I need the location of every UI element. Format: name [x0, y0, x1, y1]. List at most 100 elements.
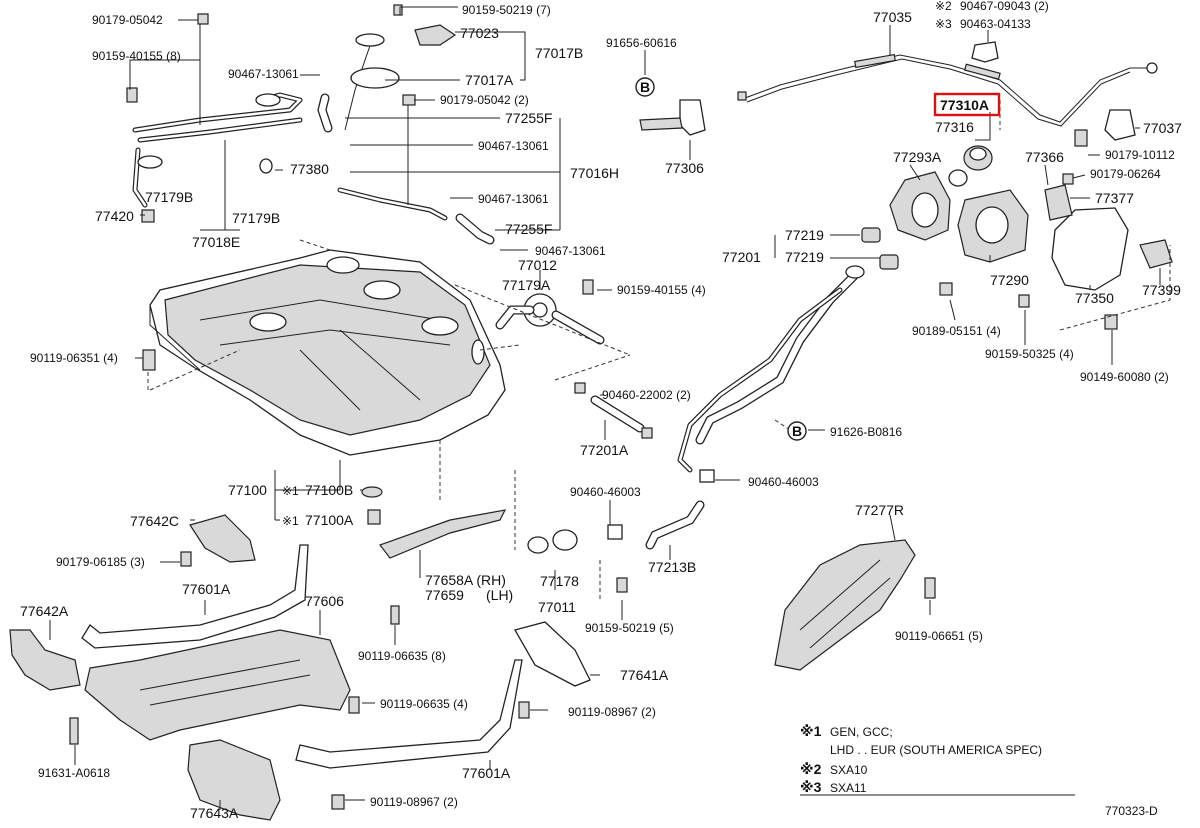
part-label[interactable]: 90467-13061	[478, 192, 549, 206]
part-label[interactable]: 77201	[722, 249, 761, 265]
b-badge-icon: B	[787, 421, 807, 441]
bolt-icon	[142, 349, 156, 371]
part-label[interactable]: 77642A	[20, 603, 69, 619]
part-label[interactable]: 77011	[538, 599, 576, 615]
part-label[interactable]: 77219	[785, 227, 824, 243]
part-label[interactable]: 77601A	[462, 765, 511, 781]
bolt-icon	[939, 282, 953, 296]
part-label[interactable]: 77018E	[192, 234, 240, 250]
note-mark: ※1	[282, 514, 299, 528]
part-label[interactable]: 90460-46003	[748, 475, 819, 489]
note-mark: ※1	[800, 723, 822, 739]
part-label[interactable]: 90179-05042 (2)	[440, 93, 529, 107]
part-label[interactable]: 77179B	[145, 189, 193, 205]
fuel-tank-illustration	[149, 249, 506, 456]
part-label[interactable]: 90159-40155 (4)	[617, 283, 706, 297]
bolt-icon	[1018, 294, 1030, 308]
part-label[interactable]: 90159-50219 (7)	[462, 3, 551, 17]
note-text: SXA10	[830, 763, 868, 777]
filler-cap-illustration	[861, 145, 1173, 291]
lid-cable-illustration	[639, 41, 1158, 141]
bolt-icon	[390, 605, 400, 625]
part-label[interactable]: 77377	[1095, 190, 1134, 206]
part-label[interactable]: 91631-A0618	[38, 766, 110, 780]
part-label[interactable]: 77316	[935, 119, 974, 135]
bolt-icon	[180, 551, 192, 567]
tank-protector-illustrations	[9, 509, 916, 821]
part-label-highlighted[interactable]: 77310A	[940, 97, 989, 113]
part-label[interactable]: 90463-04133	[960, 17, 1031, 31]
part-label[interactable]: 77178	[540, 573, 579, 589]
part-label[interactable]: 90119-06635 (8)	[358, 649, 446, 663]
part-label[interactable]: 77100B	[305, 482, 353, 498]
part-label[interactable]: 77023	[460, 25, 499, 41]
part-label[interactable]: 77255F	[505, 221, 552, 237]
part-label[interactable]: 90179-06185 (3)	[56, 555, 145, 569]
part-label[interactable]: 90467-13061	[535, 244, 606, 258]
part-label[interactable]: 77100	[228, 482, 267, 498]
part-label[interactable]: 77399	[1142, 282, 1181, 298]
part-label[interactable]: 90119-06351 (4)	[30, 351, 118, 365]
part-label[interactable]: 90460-46003	[570, 485, 641, 499]
part-label[interactable]: 90189-05151 (4)	[912, 324, 1001, 338]
part-label[interactable]: 90119-06651 (5)	[895, 629, 983, 643]
part-label[interactable]: 77037	[1143, 120, 1182, 136]
part-label[interactable]: 90179-05042	[92, 13, 163, 27]
part-label[interactable]: 77213B	[648, 559, 696, 575]
note-mark: ※2	[800, 761, 822, 777]
diagram-id: 770323-D	[1105, 804, 1158, 818]
part-label[interactable]: 91656-60616	[606, 36, 677, 50]
bolt-icon	[126, 87, 138, 103]
part-label[interactable]: 90149-60080 (2)	[1080, 370, 1169, 384]
part-label[interactable]: 77179A	[502, 277, 551, 293]
part-label[interactable]: 90159-50219 (5)	[585, 621, 674, 635]
part-label[interactable]: 90119-08967 (2)	[370, 795, 458, 809]
leader-lines	[49, 6, 1171, 810]
part-label[interactable]: 77420	[95, 208, 134, 224]
part-label[interactable]: 77017A	[465, 72, 514, 88]
part-label[interactable]: 90179-10112	[1105, 148, 1175, 162]
part-label[interactable]: 77642C	[130, 513, 179, 529]
part-label[interactable]: 77100A	[305, 512, 354, 528]
part-label[interactable]: 77255F	[505, 110, 552, 126]
part-label[interactable]: 77606	[305, 593, 344, 609]
part-label[interactable]: 77012	[518, 257, 557, 273]
part-label[interactable]: 90467-09043 (2)	[960, 0, 1049, 13]
part-label[interactable]: (LH)	[486, 587, 513, 603]
part-label[interactable]: 77643A	[190, 805, 239, 821]
svg-text:B: B	[792, 423, 802, 439]
bolt-icon	[616, 577, 628, 593]
part-label[interactable]: 77201A	[580, 442, 629, 458]
part-label[interactable]: 90179-06264	[1090, 167, 1161, 181]
part-label[interactable]: 77017B	[535, 45, 583, 61]
part-label[interactable]: 77035	[873, 9, 912, 25]
bolt-icon	[1062, 173, 1074, 185]
part-label[interactable]: 77350	[1075, 290, 1114, 306]
tank-band-illustrations	[81, 544, 523, 769]
part-label[interactable]: 77277R	[855, 502, 904, 518]
part-label[interactable]: 77290	[990, 272, 1029, 288]
part-label[interactable]: 77380	[290, 161, 329, 177]
part-label[interactable]: 77641A	[620, 667, 669, 683]
part-labels: 90179-05042 90159-50219 (7) 77023 77017B…	[20, 0, 1182, 821]
bolt-icon	[331, 794, 345, 810]
part-label[interactable]: 77016H	[570, 165, 619, 181]
part-label[interactable]: 77659	[425, 587, 464, 603]
part-label[interactable]: 90460-22002 (2)	[602, 388, 691, 402]
part-label[interactable]: 77601A	[182, 581, 231, 597]
part-label[interactable]: 90467-13061	[228, 67, 299, 81]
fuel-line-illustrations	[132, 24, 495, 245]
part-label[interactable]: 77306	[665, 160, 704, 176]
part-label[interactable]: 77179B	[232, 210, 280, 226]
part-label[interactable]: 90467-13061	[478, 139, 549, 153]
part-label[interactable]: 77366	[1025, 149, 1064, 165]
part-label[interactable]: 90119-06635 (4)	[380, 697, 468, 711]
part-label[interactable]: 90159-40155 (8)	[92, 49, 181, 63]
part-label[interactable]: 90159-50325 (4)	[985, 347, 1074, 361]
part-label[interactable]: 77658A (RH)	[425, 572, 506, 588]
bolt-icon	[402, 94, 416, 106]
part-label[interactable]: 90119-08967 (2)	[568, 705, 656, 719]
part-label[interactable]: 91626-B0816	[830, 425, 902, 439]
part-label[interactable]: 77293A	[893, 149, 942, 165]
part-label[interactable]: 77219	[785, 249, 824, 265]
